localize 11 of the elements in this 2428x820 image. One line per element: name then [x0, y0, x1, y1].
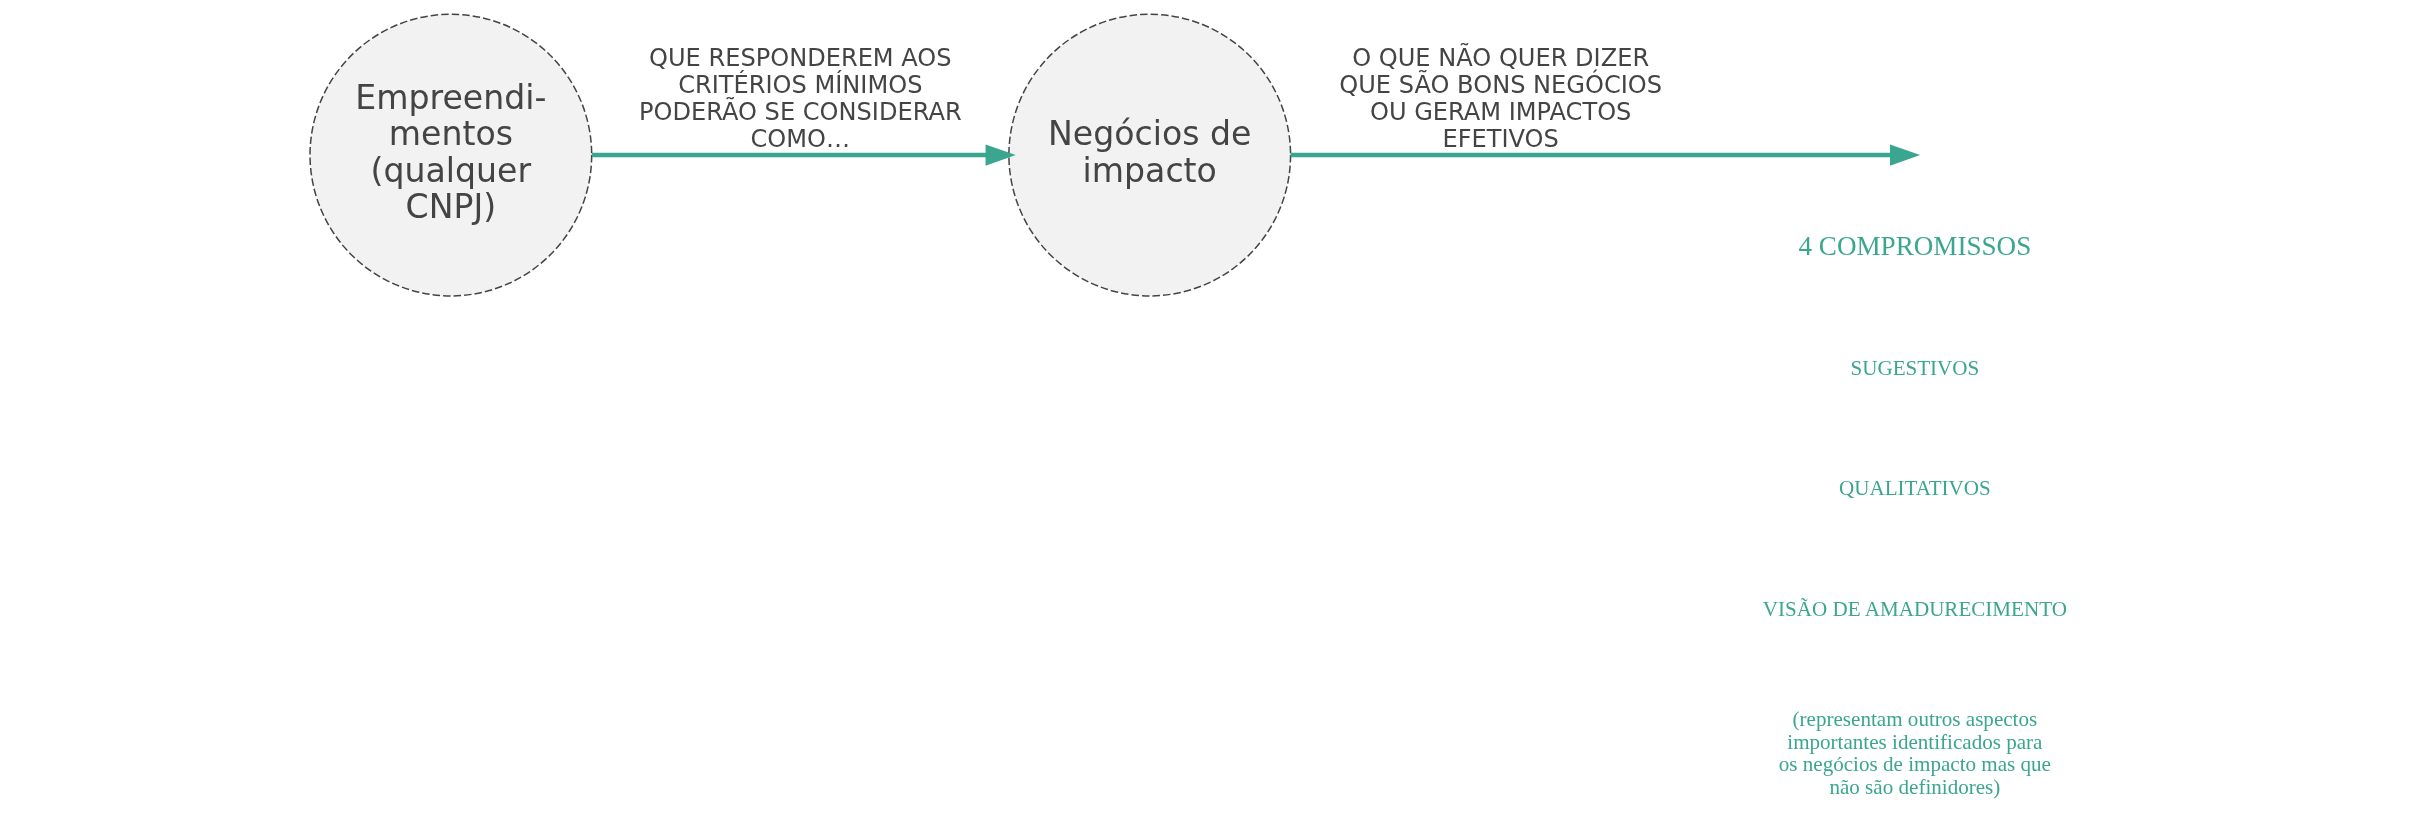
arrow — [591, 144, 1016, 166]
label: SUGESTIVOS — [1849, 355, 1979, 380]
node-circle: Empreendi- mentos (qualquer CNPJ) — [308, 13, 592, 297]
edge-label: O QUE NÃO QUER DIZER QUE SÃO BONS NEGÓCIOS OU GERAM IMPACTOS EFETIVOS — [1338, 43, 1662, 154]
arrow — [1290, 144, 1920, 166]
label: VISÃO DE AMADURECIMENTO — [1762, 596, 2067, 621]
label: (representam outros aspectos importantes identificados para os negócios de impacto mas que não são definidores) — [1778, 707, 2051, 800]
label: QUALITATIVOS — [1838, 476, 1991, 501]
edge-label: QUE RESPONDEREM AOS CRITÉRIOS MÍNIMOS PODERÃO SE CONSIDERAR COMO… — [638, 43, 962, 154]
label: 4 COMPROMISSOS — [1797, 231, 2031, 262]
node-circle: Negócios de impacto — [1007, 13, 1291, 297]
